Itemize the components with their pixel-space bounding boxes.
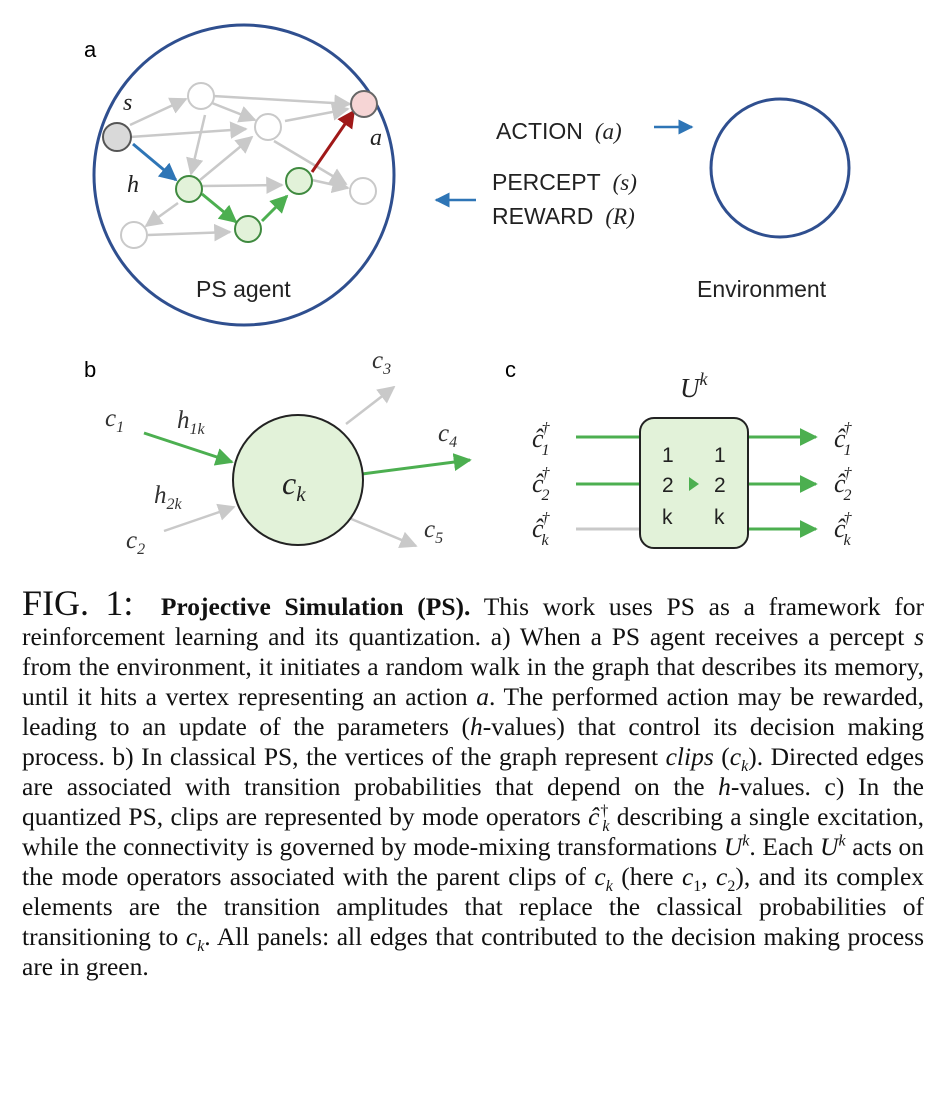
caption-math-c2-sub: 2 xyxy=(727,878,736,896)
box-right-1: 1 xyxy=(714,444,726,467)
box-internal-arrow xyxy=(689,477,699,491)
caption-math-ck2: c xyxy=(594,862,606,891)
caption-math-c1-sub: 1 xyxy=(693,878,702,896)
action-label: ACTION(a) xyxy=(496,118,622,144)
caption-text-1: This work uses PS as a framework for rei… xyxy=(22,592,925,651)
input-mode-lines xyxy=(576,435,640,531)
node-green-3 xyxy=(285,167,313,195)
caption-clips: clips xyxy=(665,742,714,771)
caption-text-5: ( xyxy=(721,742,730,771)
output-op-1: ĉ†1 xyxy=(834,420,853,459)
edge-green-1 xyxy=(201,192,238,224)
caption-math-ck2-sub: k xyxy=(605,878,613,896)
input-op-1: ĉ†1 xyxy=(532,420,551,459)
caption-math-c1: c xyxy=(681,862,694,891)
caption-math-ck1-sub: k xyxy=(741,758,749,776)
environment-circle xyxy=(709,97,851,239)
caption-text-14: . All panels: all edges that contributed… xyxy=(22,922,924,981)
ps-agent-circle xyxy=(92,23,396,327)
caption-text-10: acts on the mode operators associated wi… xyxy=(22,832,925,891)
node-a xyxy=(350,90,378,118)
input-op-2: ĉ†2 xyxy=(532,465,551,504)
caption-math-h1: h xyxy=(470,712,483,741)
caption-text-13: ), and its complex elements are the tran… xyxy=(22,862,925,951)
percept-label: PERCEPT(s) xyxy=(492,169,637,195)
edge-blue-h xyxy=(132,142,178,182)
ps-agent-label: PS agent xyxy=(196,276,291,302)
panel-b-letter: b xyxy=(84,357,96,382)
c4-label: c4 xyxy=(438,420,457,451)
node-top xyxy=(187,82,215,110)
figure-canvas: a s h a PS agent ACTION(a) xyxy=(84,23,853,558)
caption-text-3: . The performed action may be rewarded, … xyxy=(22,682,925,741)
clip-ck-node xyxy=(232,414,364,546)
panel-a-letter: a xyxy=(84,37,97,62)
unitary-box-labels: 1 2 k 1 2 k xyxy=(662,444,726,529)
caption-text-7: -values. c) In the quantized PS, clips a… xyxy=(22,772,925,831)
h1k-label: h1k xyxy=(177,407,206,438)
node-s xyxy=(102,122,132,152)
node-mid xyxy=(254,113,282,141)
output-op-2: ĉ†2 xyxy=(834,465,853,504)
caption-math-a: a xyxy=(476,682,489,711)
caption-math-ck3: c xyxy=(185,922,198,951)
input-op-k: ĉ†k xyxy=(532,510,551,549)
output-op-k: ĉ†k xyxy=(834,510,853,549)
caption-text-2: from the environment, it initiates a ran… xyxy=(22,652,924,711)
caption-text-6: ). Directed edges are associated with tr… xyxy=(22,742,924,801)
edge-ck-c3 xyxy=(345,385,396,425)
reward-label: REWARD(R) xyxy=(492,203,635,229)
edge-c2-ck xyxy=(163,503,236,533)
edge-ck-c4 xyxy=(361,453,472,476)
caption-figure-number: FIG. 1: xyxy=(22,583,134,623)
box-right-k: k xyxy=(714,506,725,529)
caption-math-h2: h xyxy=(718,772,731,801)
box-right-2: 2 xyxy=(714,474,726,497)
output-mode-lines xyxy=(748,428,818,538)
caption-text-8: describing a single excitation, while th… xyxy=(22,802,925,861)
h2k-label: h2k xyxy=(154,482,183,513)
figure-caption: FIG. 1: Projective Simulation (PS). This… xyxy=(22,585,925,982)
c1-label: c1 xyxy=(105,405,124,436)
edge-red-a xyxy=(310,109,356,173)
label-h: h xyxy=(127,172,139,198)
agent-graph-nodes xyxy=(102,82,378,249)
environment-label: Environment xyxy=(697,276,827,302)
panel-c-letter: c xyxy=(505,357,516,382)
caption-math-U2: Uk xyxy=(820,832,846,861)
label-a: a xyxy=(370,125,382,151)
box-left-2: 2 xyxy=(662,474,674,497)
c2-label: c2 xyxy=(126,527,145,558)
caption-title: Projective Simulation (PS). xyxy=(160,592,471,621)
node-green-2 xyxy=(234,215,262,243)
c3-label: c3 xyxy=(372,347,391,378)
input-operators: ĉ†1 ĉ†2 ĉ†k xyxy=(532,420,551,549)
caption-math-s: s xyxy=(914,622,925,651)
caption-text-12: , xyxy=(701,862,708,891)
c5-label: c5 xyxy=(424,516,443,547)
caption-math-c2: c xyxy=(716,862,728,891)
clip-ck-label: ck xyxy=(282,465,306,506)
caption-text-4: -values) that control its decision makin… xyxy=(22,712,924,771)
edge-ck-c5 xyxy=(348,516,418,549)
box-left-k: k xyxy=(662,506,673,529)
caption-text-11: (here xyxy=(621,862,674,891)
output-operators: ĉ†1 ĉ†2 ĉ†k xyxy=(834,420,853,549)
caption-math-ck3-sub: k xyxy=(197,938,205,956)
unitary-label: Uk xyxy=(680,369,709,403)
node-green-1 xyxy=(175,175,203,203)
caption-math-U1: Uk xyxy=(723,832,750,861)
edge-c1-ck xyxy=(143,431,234,466)
box-left-1: 1 xyxy=(662,444,674,467)
label-s: s xyxy=(123,90,132,116)
caption-math-op: ĉ†k xyxy=(588,802,610,836)
node-right xyxy=(349,177,377,205)
caption-text-9: . Each xyxy=(749,832,814,861)
node-bottom xyxy=(120,221,148,249)
edge-green-2 xyxy=(260,194,289,223)
caption-math-ck1: c xyxy=(729,742,742,771)
agent-gray-edges xyxy=(129,94,352,242)
